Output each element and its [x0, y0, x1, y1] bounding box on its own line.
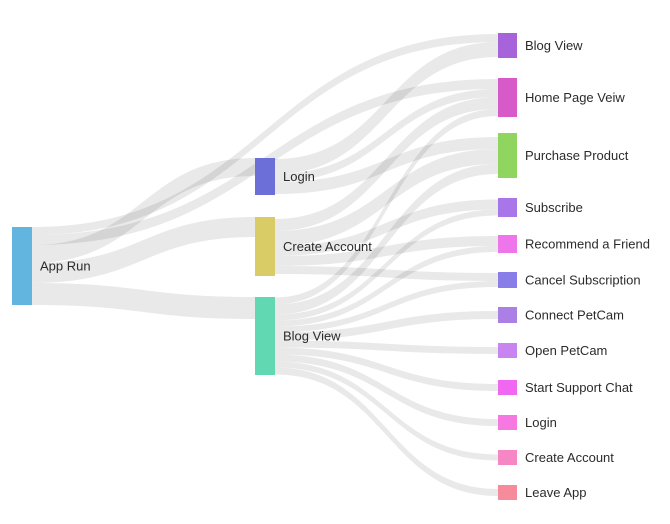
node-open_petcam[interactable] — [498, 343, 517, 358]
flow-link-login_mid-to-blog_view_r[interactable] — [275, 42, 498, 174]
node-recommend_a_friend[interactable] — [498, 235, 517, 253]
node-label-leave_app: Leave App — [525, 485, 586, 500]
node-create_account_mid[interactable] — [255, 217, 275, 276]
flow-link-blog_view_mid-to-login_r[interactable] — [275, 354, 498, 427]
node-label-home_page_veiw: Home Page Veiw — [525, 90, 625, 105]
node-home_page_veiw[interactable] — [498, 78, 517, 117]
flow-link-app_run-to-blog_view_r[interactable] — [32, 34, 498, 235]
node-cancel_subscription[interactable] — [498, 272, 517, 288]
flow-link-login_mid-to-home_page_veiw[interactable] — [275, 89, 498, 182]
flow-link-blog_view_mid-to-connect_petcam[interactable] — [275, 311, 498, 341]
node-blog_view_r[interactable] — [498, 33, 517, 58]
flow-link-blog_view_mid-to-home_page_veiw[interactable] — [275, 109, 498, 305]
node-login_mid[interactable] — [255, 158, 275, 195]
node-leave_app[interactable] — [498, 485, 517, 500]
node-start_support_chat[interactable] — [498, 380, 517, 395]
node-label-recommend_a_friend: Recommend a Friend — [525, 237, 650, 252]
node-blog_view_mid[interactable] — [255, 297, 275, 375]
node-label-start_support_chat: Start Support Chat — [525, 380, 633, 395]
node-label-login_r: Login — [525, 415, 557, 430]
node-label-app_run: App Run — [40, 259, 91, 274]
flow-link-app_run-to-blog_view_mid[interactable] — [32, 283, 255, 319]
node-label-blog_view_mid: Blog View — [283, 329, 341, 344]
sankey-nodes-layer — [12, 33, 517, 500]
node-label-purchase_product: Purchase Product — [525, 148, 629, 163]
flow-link-create_account_mid-to-recommend_a_friend[interactable] — [275, 236, 498, 266]
node-create_account_r[interactable] — [498, 450, 517, 465]
flow-link-create_account_mid-to-home_page_veiw[interactable] — [275, 97, 498, 231]
node-label-connect_petcam: Connect PetCam — [525, 308, 624, 323]
flow-link-create_account_mid-to-cancel_subscription[interactable] — [275, 266, 498, 281]
node-app_run[interactable] — [12, 227, 32, 305]
node-label-cancel_subscription: Cancel Subscription — [525, 273, 641, 288]
flow-link-blog_view_mid-to-start_support_chat[interactable] — [275, 347, 498, 392]
flow-link-blog_view_mid-to-subscribe[interactable] — [275, 209, 498, 321]
node-label-create_account_mid: Create Account — [283, 239, 372, 254]
flow-link-blog_view_mid-to-cancel_subscription[interactable] — [275, 281, 498, 333]
node-label-login_mid: Login — [283, 169, 315, 184]
node-connect_petcam[interactable] — [498, 307, 517, 323]
node-label-create_account_r: Create Account — [525, 450, 614, 465]
flow-link-app_run-to-login_mid[interactable] — [32, 158, 255, 263]
node-subscribe[interactable] — [498, 198, 517, 217]
node-label-blog_view_r: Blog View — [525, 38, 583, 53]
flow-link-blog_view_mid-to-purchase_product[interactable] — [275, 164, 498, 315]
flow-link-login_mid-to-purchase_product[interactable] — [275, 137, 498, 194]
flow-link-create_account_mid-to-subscribe[interactable] — [275, 199, 498, 257]
flow-link-blog_view_mid-to-create_account_r[interactable] — [275, 361, 498, 461]
flow-link-blog_view_mid-to-recommend_a_friend[interactable] — [275, 246, 498, 327]
node-login_r[interactable] — [498, 415, 517, 430]
node-label-open_petcam: Open PetCam — [525, 343, 607, 358]
flow-link-blog_view_mid-to-open_petcam[interactable] — [275, 340, 498, 355]
node-label-subscribe: Subscribe — [525, 200, 583, 215]
flow-link-blog_view_mid-to-leave_app[interactable] — [275, 367, 498, 497]
flow-link-create_account_mid-to-purchase_product[interactable] — [275, 149, 498, 246]
node-purchase_product[interactable] — [498, 133, 517, 178]
flow-link-app_run-to-create_account_mid[interactable] — [32, 217, 255, 283]
